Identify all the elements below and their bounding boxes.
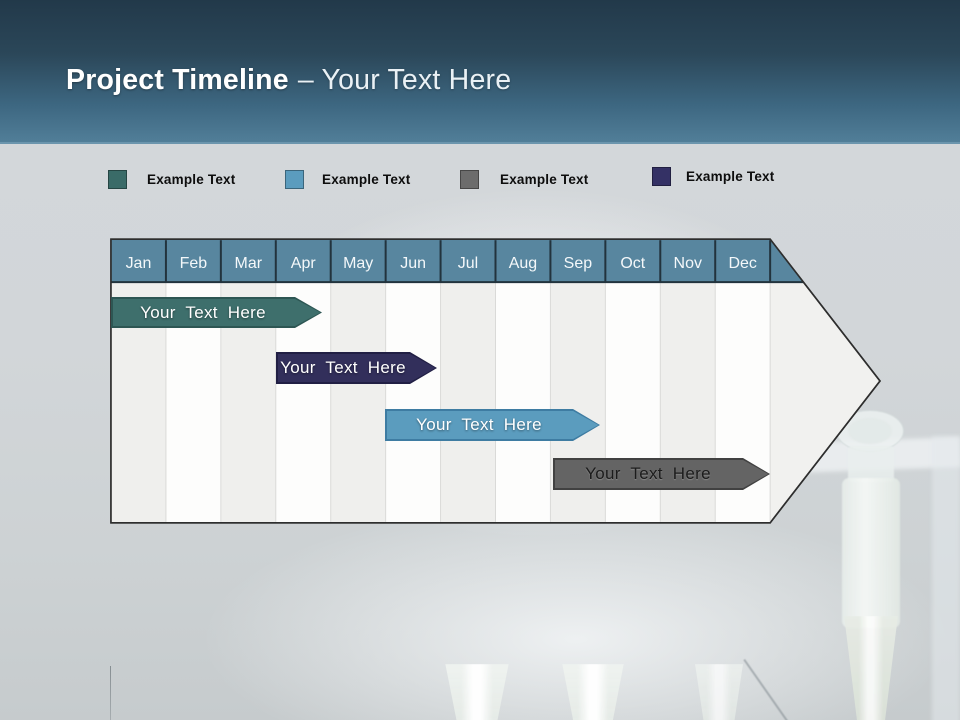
pipette-line (743, 659, 836, 720)
month-label-aug: Aug (509, 255, 537, 272)
timeline-chart[interactable]: Jan Feb Mar Apr May Jun Jul Aug Sep Oct … (110, 238, 882, 524)
legend-item-3[interactable]: Example Text (460, 170, 588, 189)
bar-label: Your Text Here (585, 464, 711, 483)
month-label-jan: Jan (126, 255, 152, 272)
legend-label: Example Text (322, 172, 411, 187)
legend-item-1[interactable]: Example Text (108, 170, 235, 189)
bar-label: Your Text Here (416, 415, 542, 434)
legend-item-2[interactable]: Example Text (285, 170, 410, 189)
legend-swatch-teal (108, 170, 127, 189)
timeline-bar-4[interactable]: Your Text Here (553, 458, 770, 490)
timeline-bar-2[interactable]: Your Text Here (276, 352, 437, 384)
legend-label: Example Text (686, 169, 775, 184)
legend-swatch-gray (460, 170, 479, 189)
legend-label: Example Text (500, 172, 589, 187)
month-label-mar: Mar (235, 255, 263, 272)
timeline-bar-1[interactable]: Your Text Here (111, 297, 322, 328)
test-tube-body (842, 478, 900, 628)
title-bold-text: Project Timeline (66, 64, 289, 96)
test-tube-tip (445, 664, 509, 720)
month-label-nov: Nov (674, 255, 702, 272)
bar-fill (113, 299, 321, 327)
table-edge-reflection (110, 666, 111, 720)
month-label-jun: Jun (400, 255, 426, 272)
month-label-jul: Jul (458, 255, 478, 272)
month-label-sep: Sep (564, 255, 593, 272)
legend-swatch-navy (652, 167, 671, 186)
month-label-oct: Oct (620, 255, 645, 272)
test-tube-cap-inner (848, 418, 892, 444)
title-light-text: – Your Text Here (297, 64, 512, 96)
bar-label: Your Text Here (280, 358, 406, 377)
legend-label: Example Text (147, 172, 236, 187)
month-label-apr: Apr (291, 255, 317, 272)
month-label-may: May (343, 255, 373, 272)
legend-item-4[interactable]: Example Text (652, 167, 774, 186)
test-tube-tip (562, 664, 624, 720)
month-labels: Jan Feb Mar Apr May Jun Jul Aug Sep Oct … (126, 255, 757, 272)
test-tube-tip (844, 616, 898, 720)
month-label-dec: Dec (728, 255, 756, 272)
month-header-band (110, 239, 804, 283)
slide-title[interactable]: Project Timeline– Your Text Here (66, 61, 511, 99)
test-tube-tip (695, 664, 743, 720)
timeline-bar-3[interactable]: Your Text Here (385, 409, 600, 441)
title-band: Project Timeline– Your Text Here (0, 0, 960, 144)
month-label-feb: Feb (180, 255, 208, 272)
bar-fill (555, 460, 769, 489)
bar-label: Your Text Here (140, 302, 266, 322)
month-header-dividers (110, 240, 804, 284)
arrow-outline-stroke (110, 238, 882, 524)
bar-fill (387, 411, 599, 440)
test-tube-collar (848, 446, 894, 482)
test-tube-edge (932, 436, 960, 720)
bar-fill (278, 354, 436, 383)
legend-swatch-blue (285, 170, 304, 189)
